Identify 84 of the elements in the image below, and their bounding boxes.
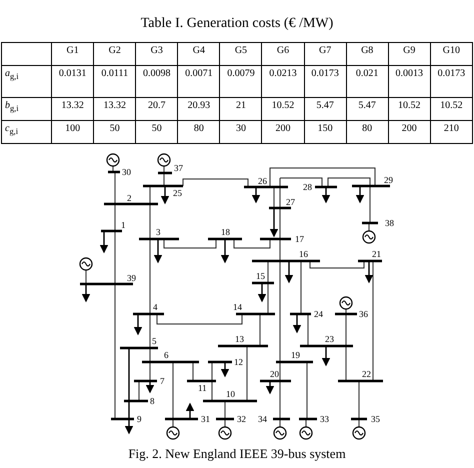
table-cell: 200 [402, 123, 417, 134]
table-cell: 0.021 [356, 68, 378, 79]
bus-number: 25 [173, 189, 182, 198]
bus-number: 27 [286, 198, 295, 207]
table-cell: 0.0098 [143, 68, 171, 79]
table-cell: 0.0213 [269, 68, 297, 79]
bus-number: 15 [256, 272, 265, 281]
table-cell: 50 [152, 123, 162, 134]
column-header: G8 [361, 45, 374, 56]
table-cell: 0.0071 [185, 68, 213, 79]
column-header: G7 [318, 45, 332, 56]
table-cell: 150 [318, 123, 333, 134]
column-header: G1 [66, 45, 79, 56]
table-cell: 0.0013 [396, 68, 423, 79]
row-header: a$_{g,i}$ [5, 68, 19, 79]
bus-number: 4 [153, 303, 158, 312]
figure-caption: Fig. 2. New England IEEE 39-bus system [127, 446, 347, 462]
bus-number: 1 [121, 221, 126, 230]
table-cell: 0.0173 [311, 68, 339, 79]
bus-number: 16 [299, 250, 308, 259]
bus-number: 39 [127, 274, 136, 283]
table-cell: 5.47 [316, 100, 334, 111]
bus-number: 30 [122, 168, 131, 177]
table-cell: 0.0173 [438, 68, 466, 79]
bus-number: 33 [320, 415, 329, 424]
table-cell: 5.47 [358, 100, 376, 111]
bus-number: 13 [235, 335, 244, 344]
column-header: G2 [108, 45, 121, 56]
table-cell: 20.7 [148, 100, 166, 111]
bus-number: 11 [198, 384, 207, 393]
column-header: G6 [276, 45, 290, 56]
row-header: b$_{g,i}$ [5, 100, 19, 111]
bus-number: 36 [359, 310, 368, 319]
column-header: G10 [442, 45, 460, 56]
table-cell: 13.32 [103, 100, 126, 111]
column-header: G3 [150, 45, 163, 56]
table-cell: 30 [236, 123, 246, 134]
bus-number: 22 [362, 370, 371, 379]
bus-number: 21 [372, 250, 381, 259]
bus-number: 20 [270, 370, 279, 379]
table-cell: 100 [65, 123, 80, 134]
table-cell: 200 [276, 123, 291, 134]
table-cell: 10.52 [272, 100, 294, 111]
bus-number: 2 [127, 194, 132, 203]
table-cell: 210 [444, 123, 459, 134]
table-cell: 21 [236, 100, 246, 111]
column-header: G4 [192, 45, 205, 56]
bus-number: 18 [221, 228, 230, 237]
table-title: Table I. Generation costs (€ /MW) [140, 16, 334, 32]
bus-number: 26 [258, 177, 267, 186]
bus-number: 9 [137, 415, 142, 424]
table-cell: 80 [194, 123, 204, 134]
table-cell: 10.52 [440, 100, 463, 111]
table-cell: 0.0131 [58, 68, 86, 79]
table-cell: 80 [362, 123, 372, 134]
table-cell: 50 [110, 123, 120, 134]
bus-number: 5 [152, 337, 156, 346]
table-cell: 13.32 [61, 100, 84, 111]
column-header: G5 [234, 45, 248, 56]
bus-number: 38 [385, 219, 394, 228]
bus-number: 32 [237, 415, 246, 424]
bus-number: 31 [201, 415, 210, 424]
table-cell: 10.52 [398, 100, 420, 111]
bus-number: 37 [174, 164, 183, 173]
bus-number: 7 [160, 377, 164, 386]
bus-number: 6 [164, 351, 168, 360]
bus-number: 8 [150, 397, 154, 406]
table-cell: 0.0111 [101, 68, 128, 79]
bus-number: 28 [303, 183, 312, 192]
row-header: c$_{g,i}$ [5, 123, 18, 134]
bus-number: 10 [226, 390, 235, 399]
bus-number: 23 [325, 335, 334, 344]
bus-number: 29 [384, 176, 393, 185]
bus-number: 17 [295, 235, 304, 244]
bus-number: 3 [156, 228, 160, 237]
bus-number: 12 [234, 358, 243, 367]
column-header: G9 [403, 45, 416, 56]
bus-number: 35 [371, 415, 380, 424]
bus-number: 34 [258, 415, 267, 424]
bus-number: 19 [291, 351, 300, 360]
bus-number: 14 [233, 303, 242, 312]
table-cell: 20.93 [188, 100, 210, 111]
bus-number: 24 [314, 310, 323, 319]
table-cell: 0.0079 [227, 68, 255, 79]
